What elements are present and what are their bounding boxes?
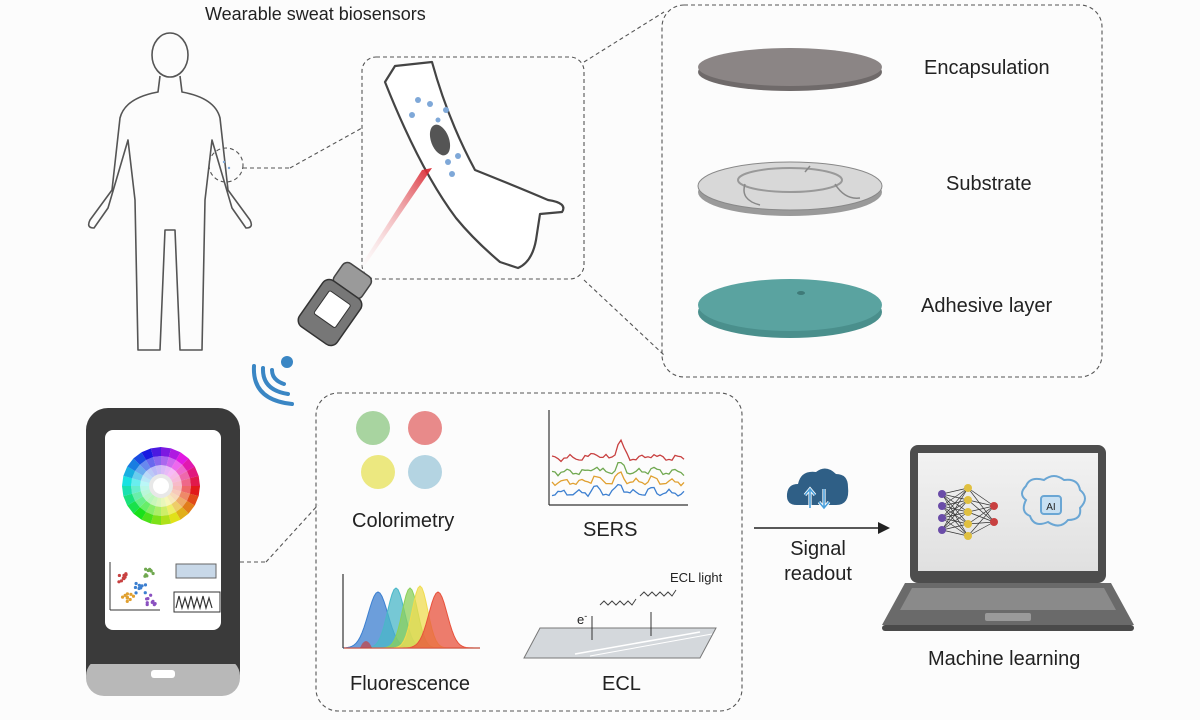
substrate-layer-icon [697, 161, 883, 216]
detection-methods-box [315, 392, 743, 712]
zoom-connector [265, 504, 319, 563]
ai-brain-icon [1021, 475, 1086, 527]
method-label-colorimetry: Colorimetry [352, 510, 454, 532]
ecl-illustration [523, 589, 717, 659]
method-label-ecl: ECL [602, 673, 641, 695]
ecl-electron-label: e- [577, 611, 587, 627]
sweat-sensor-patch [429, 124, 451, 156]
signal-readout-line2: readout [784, 563, 852, 585]
cloud-sync-icon [786, 468, 849, 511]
neural-network-icon [938, 484, 998, 540]
waveform-thumbnail [173, 591, 221, 613]
strip-thumbnail [175, 563, 217, 579]
sers-plot [548, 410, 688, 506]
scatter-plot-thumbnail [109, 562, 160, 611]
machine-learning-label: Machine learning [928, 648, 1080, 670]
signal-readout-line1: Signal [790, 538, 846, 560]
handheld-scanner-icon [297, 261, 373, 347]
wifi-signal-icon [251, 356, 294, 406]
zoom-connector [583, 11, 665, 63]
layer-label-encapsulation: Encapsulation [924, 57, 1050, 79]
sers-trace [551, 461, 685, 477]
arm-inset-box [361, 56, 585, 280]
colorimetry-dot [408, 411, 442, 445]
zoom-connector [583, 279, 665, 356]
laptop-icon [882, 445, 1134, 631]
sers-trace [551, 483, 685, 498]
sweat-drops-icon [409, 97, 461, 177]
sers-trace [551, 438, 685, 463]
sensor-layers-box [661, 4, 1103, 378]
laser-beam [358, 168, 432, 270]
fluorescence-plot [342, 574, 480, 649]
colorimetry-dot [361, 455, 395, 489]
smartphone-icon [86, 408, 240, 696]
sers-trace [551, 471, 685, 487]
method-label-fluorescence: Fluorescence [350, 673, 470, 695]
layer-label-adhesive: Adhesive layer [921, 295, 1053, 317]
ecl-light-label: ECL light [670, 570, 723, 585]
layer-label-substrate: Substrate [946, 173, 1032, 195]
zoom-connector [289, 127, 363, 169]
readout-arrow [754, 522, 890, 534]
color-wheel-icon [122, 447, 200, 525]
ai-badge-text: AI [1046, 502, 1055, 513]
forearm-icon [383, 60, 565, 270]
encapsulation-layer-icon [698, 48, 882, 91]
adhesive-layer-icon [698, 279, 882, 338]
method-label-sers: SERS [583, 519, 637, 541]
diagram-title: Wearable sweat biosensors [205, 4, 426, 24]
colorimetry-dot [408, 455, 442, 489]
colorimetry-dots [356, 411, 442, 489]
human-body-icon [87, 32, 253, 351]
colorimetry-dot [356, 411, 390, 445]
